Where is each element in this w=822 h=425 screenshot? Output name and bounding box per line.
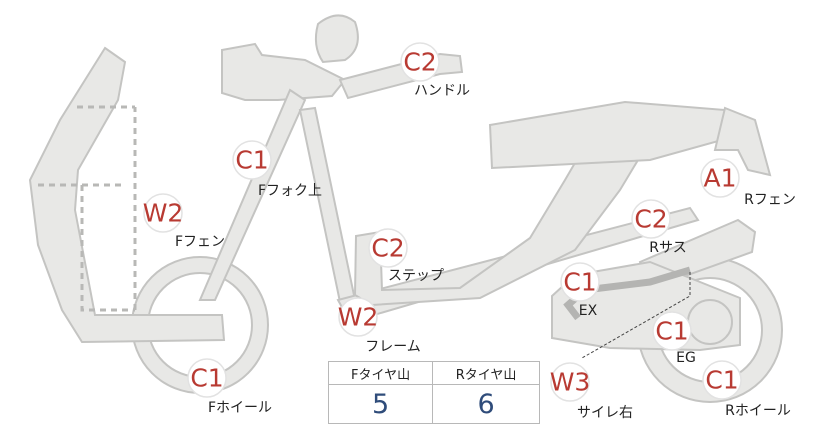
badge-circle [550,362,590,402]
seat [488,100,727,170]
part-label-ffork: Fフォク上 [258,183,322,199]
badge-code-fwheel: C1 [190,364,223,393]
front-tire-value: 5 [327,384,434,424]
part-label-ex: EX [579,303,598,319]
badge-frame: W2 フレーム [338,297,421,355]
badge-circle [631,199,671,239]
badge-code-frame: W2 [338,303,379,332]
part-label-ffender: Fフェン [175,234,225,250]
badge-circle [232,140,272,180]
rear-tire-value: 6 [432,384,540,424]
badge-circle [368,228,408,268]
frame-tube [298,106,357,304]
badge-circle [143,193,183,233]
part-label-sidestand: サイレ右 [577,405,633,421]
part-label-step: ステップ [388,268,444,284]
badge-code-eg: C1 [655,317,688,346]
part-label-eg: EG [676,350,696,366]
badge-step: C2 ステップ [368,228,444,284]
badge-handle: C2 ハンドル [400,42,470,99]
headlight [221,42,347,101]
part-label-handle: ハンドル [414,83,470,99]
front-fork [198,88,307,301]
part-label-fwheel: Fホイール [208,400,272,416]
table-header-rear-tire: Rタイヤ山 [432,361,540,385]
badge-circle [652,311,692,351]
badge-code-rfender: A1 [703,164,736,193]
badge-code-ex: C1 [563,268,596,297]
badge-sidestand: W3 サイレ右 [550,362,633,421]
badge-circle [400,42,440,82]
badge-circle [338,297,378,337]
part-label-rfender: Rフェン [744,192,796,208]
badge-code-handle: C2 [403,48,436,77]
badge-code-rsus: C2 [634,205,667,234]
table-header-front-tire: Fタイヤ山 [327,361,434,385]
front-shield [28,46,226,344]
badge-circle [560,262,600,302]
tire-tread-table: Fタイヤ山 Rタイヤ山 5 6 [327,361,540,424]
badge-circle [187,358,227,398]
badge-code-ffender: W2 [143,199,184,228]
badge-code-rwheel: C1 [705,366,738,395]
part-label-frame: フレーム [365,339,421,355]
rear-fender [713,106,772,177]
badge-circle [700,158,740,198]
badge-code-ffork: C1 [235,146,268,175]
part-label-rwheel: Rホイール [725,403,791,419]
badge-code-sidestand: W3 [550,368,591,397]
badge-circle [702,360,742,400]
mirror [314,14,359,64]
badge-code-step: C2 [371,234,404,263]
part-label-rsus: Rサス [649,240,686,256]
